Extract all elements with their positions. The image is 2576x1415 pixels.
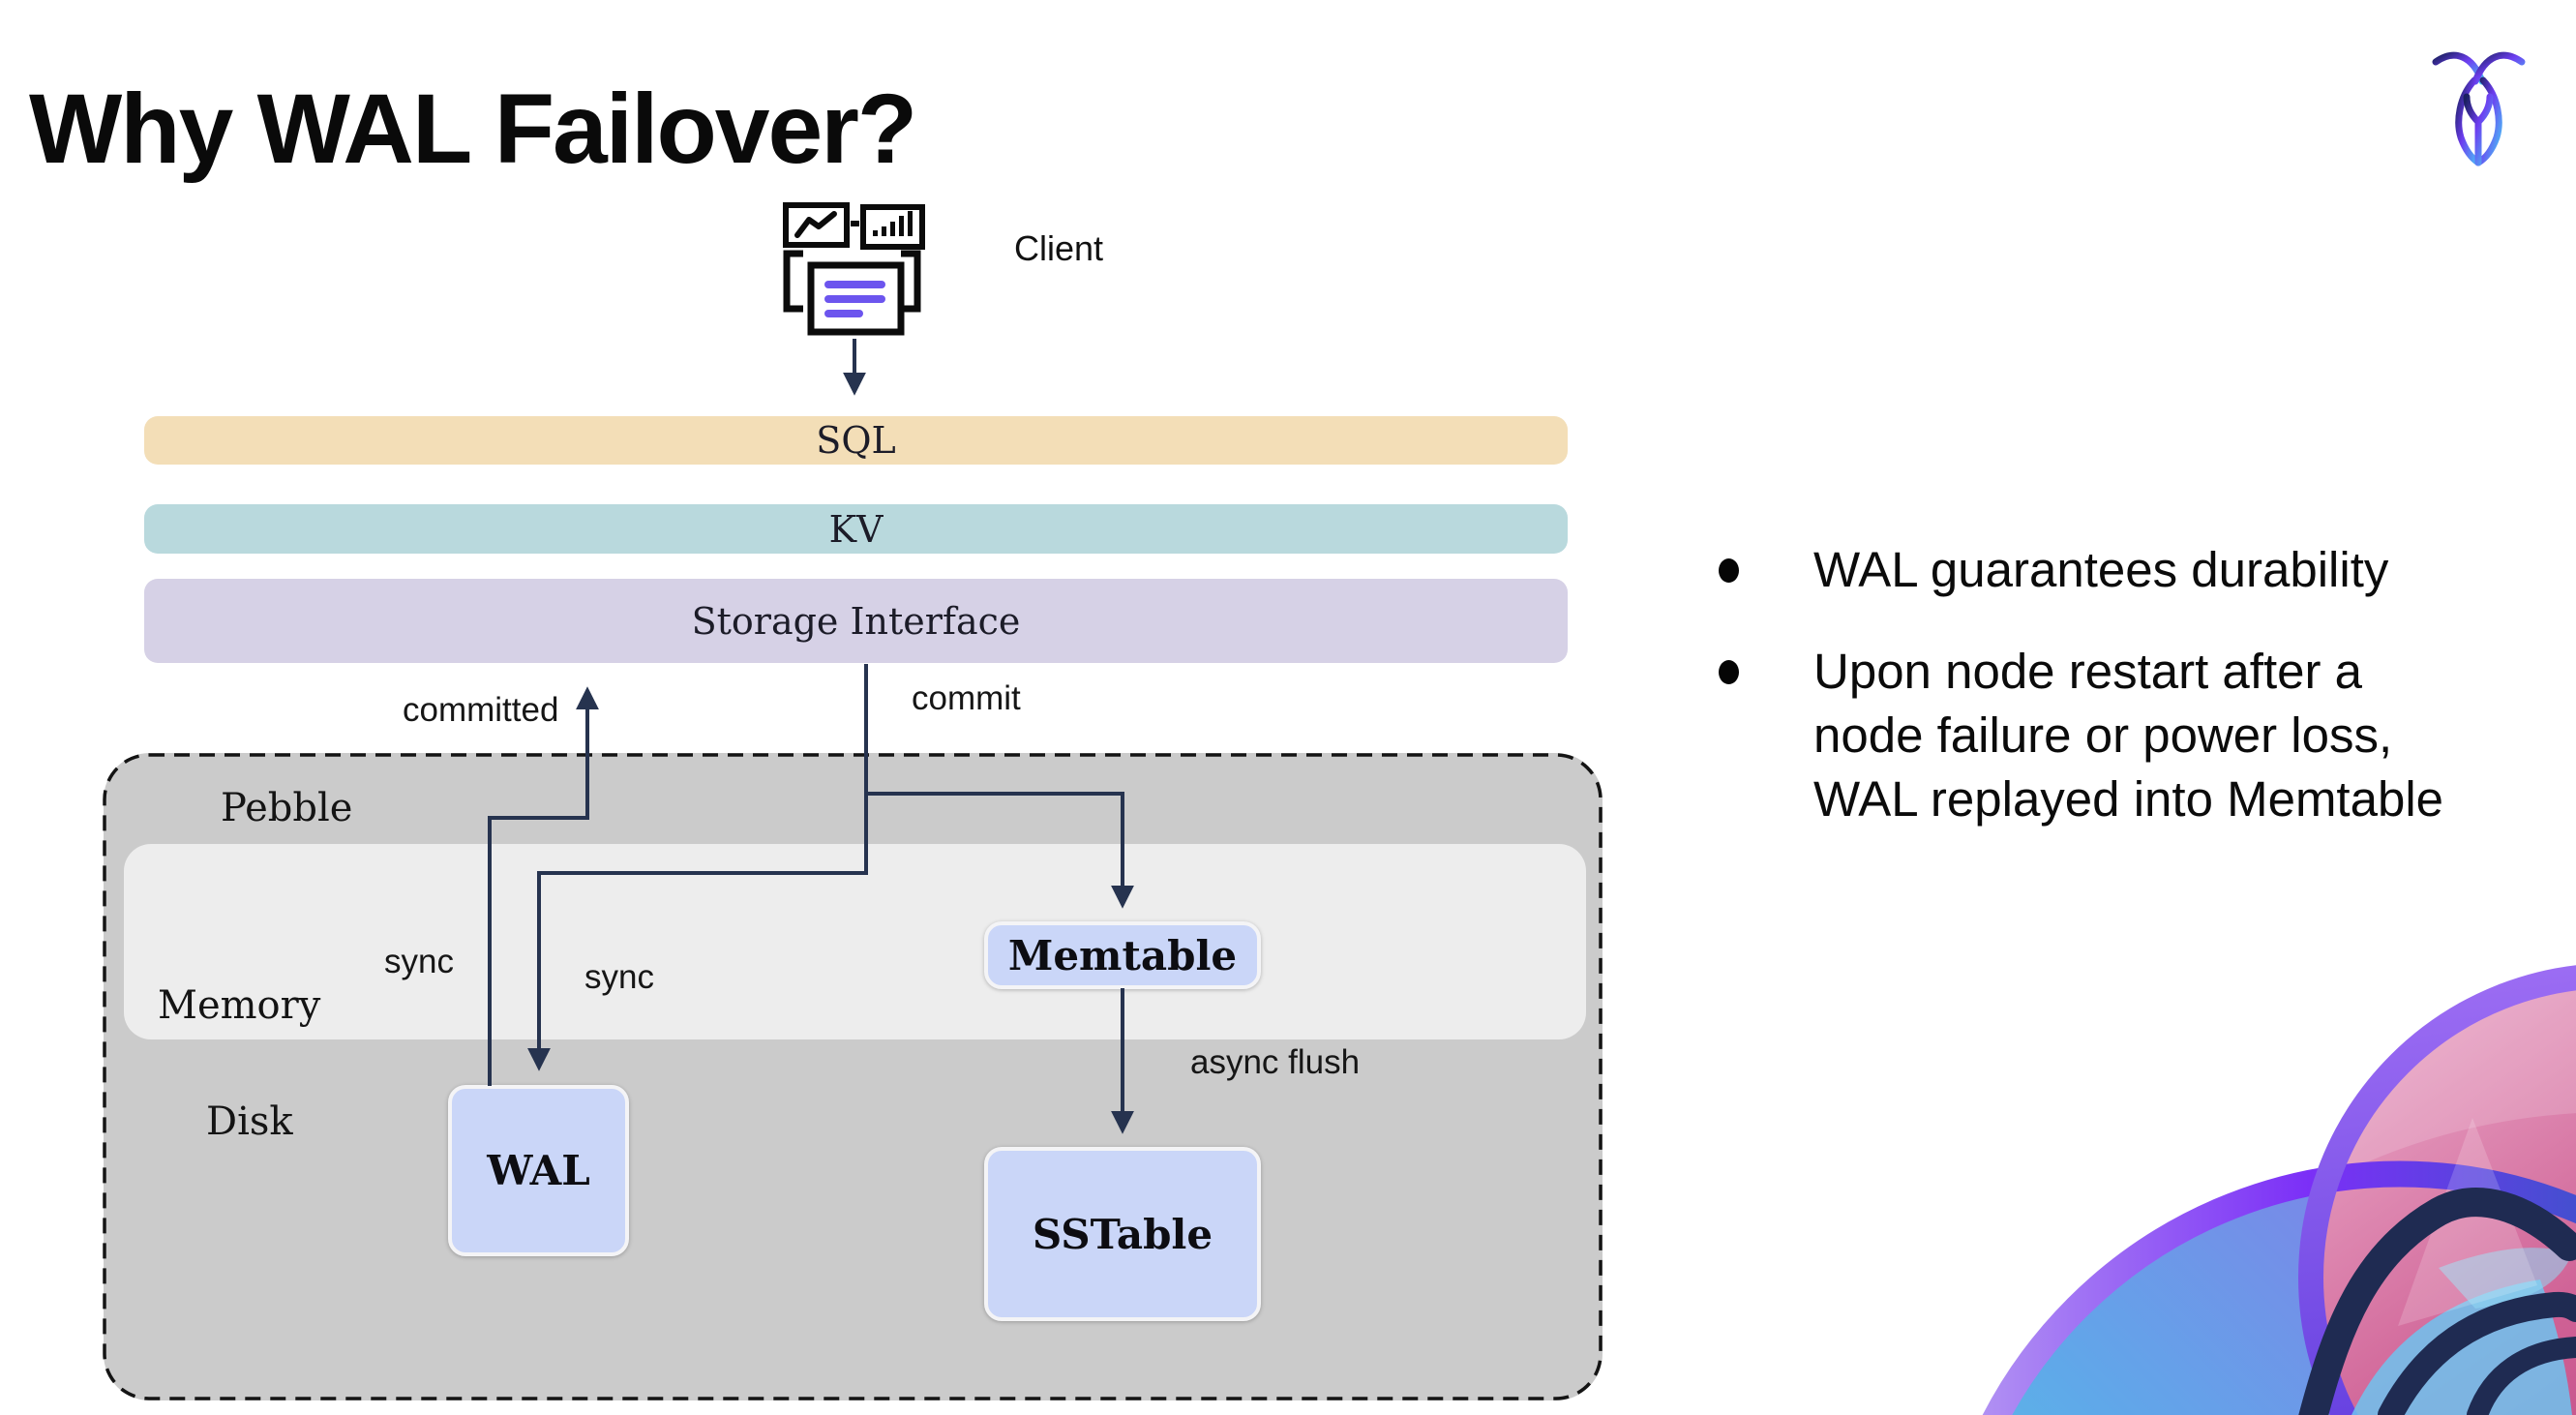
- committed-edge-label: committed: [403, 691, 559, 729]
- client-label: Client: [1014, 228, 1104, 268]
- commit-edge-label: commit: [912, 679, 1021, 717]
- dash-connector: [851, 221, 859, 226]
- bullet-line: WAL guarantees durability: [1813, 542, 2389, 597]
- logo-stem: [2463, 93, 2494, 166]
- bullet-text: Upon node restart after a node failure o…: [1813, 640, 2514, 831]
- bracket-left: [783, 250, 803, 313]
- bullet-item: Upon node restart after a node failure o…: [1711, 640, 2514, 831]
- wal-box: WAL: [448, 1085, 629, 1256]
- bullet-item: WAL guarantees durability: [1711, 538, 2514, 602]
- layer-bar-kv: KV: [144, 504, 1568, 554]
- bullet-line: Upon node restart after a: [1813, 644, 2363, 699]
- storage-interface-label: Storage Interface: [691, 599, 1021, 643]
- art-purple-arc: [2298, 965, 2576, 1415]
- art-leaf-fill: [2439, 1248, 2572, 1309]
- logo-body-right: [2474, 76, 2502, 166]
- bullet-dot: [1719, 558, 1739, 583]
- memory-zone: [124, 844, 1586, 1039]
- line-chart-icon: [783, 202, 850, 248]
- memory-label: Memory: [158, 983, 321, 1028]
- corner-art-graphic: [1982, 965, 2576, 1415]
- bullet-line: node failure or power loss,: [1813, 708, 2393, 763]
- cockroach-logo-icon: [2432, 51, 2526, 166]
- art-petal: [2398, 1118, 2537, 1326]
- bullet-dot: [1719, 660, 1739, 684]
- art-purple-arc: [1982, 1160, 2576, 1415]
- sstable-label: SSTable: [1032, 1210, 1213, 1258]
- bracket-right: [901, 250, 921, 313]
- memtable-label: Memtable: [1007, 931, 1238, 979]
- kv-label: KV: [828, 507, 884, 551]
- memtable-box: Memtable: [984, 921, 1261, 989]
- sync-right-edge-label: sync: [584, 958, 654, 996]
- wal-label: WAL: [487, 1147, 590, 1194]
- logo-antenna-right: [2471, 51, 2526, 85]
- bullet-text: WAL guarantees durability: [1813, 538, 2514, 602]
- layer-bar-sql: SQL: [144, 416, 1568, 465]
- sync-left-edge-label: sync: [384, 943, 454, 980]
- disk-label: Disk: [206, 1099, 293, 1144]
- layer-bar-storage-interface: Storage Interface: [144, 579, 1568, 663]
- document-icon: [807, 261, 905, 336]
- art-dark-veins: [2298, 1188, 2576, 1415]
- sstable-box: SSTable: [984, 1147, 1261, 1321]
- pebble-label: Pebble: [221, 786, 353, 830]
- page-title: Why WAL Failover?: [29, 74, 917, 184]
- async-flush-edge-label: async flush: [1190, 1043, 1361, 1081]
- bar-chart-icon: [860, 204, 925, 250]
- sql-label: SQL: [816, 419, 896, 462]
- bullet-line: WAL replayed into Memtable: [1813, 771, 2444, 827]
- art-petal: [2327, 979, 2576, 1181]
- client-icon: [783, 202, 925, 336]
